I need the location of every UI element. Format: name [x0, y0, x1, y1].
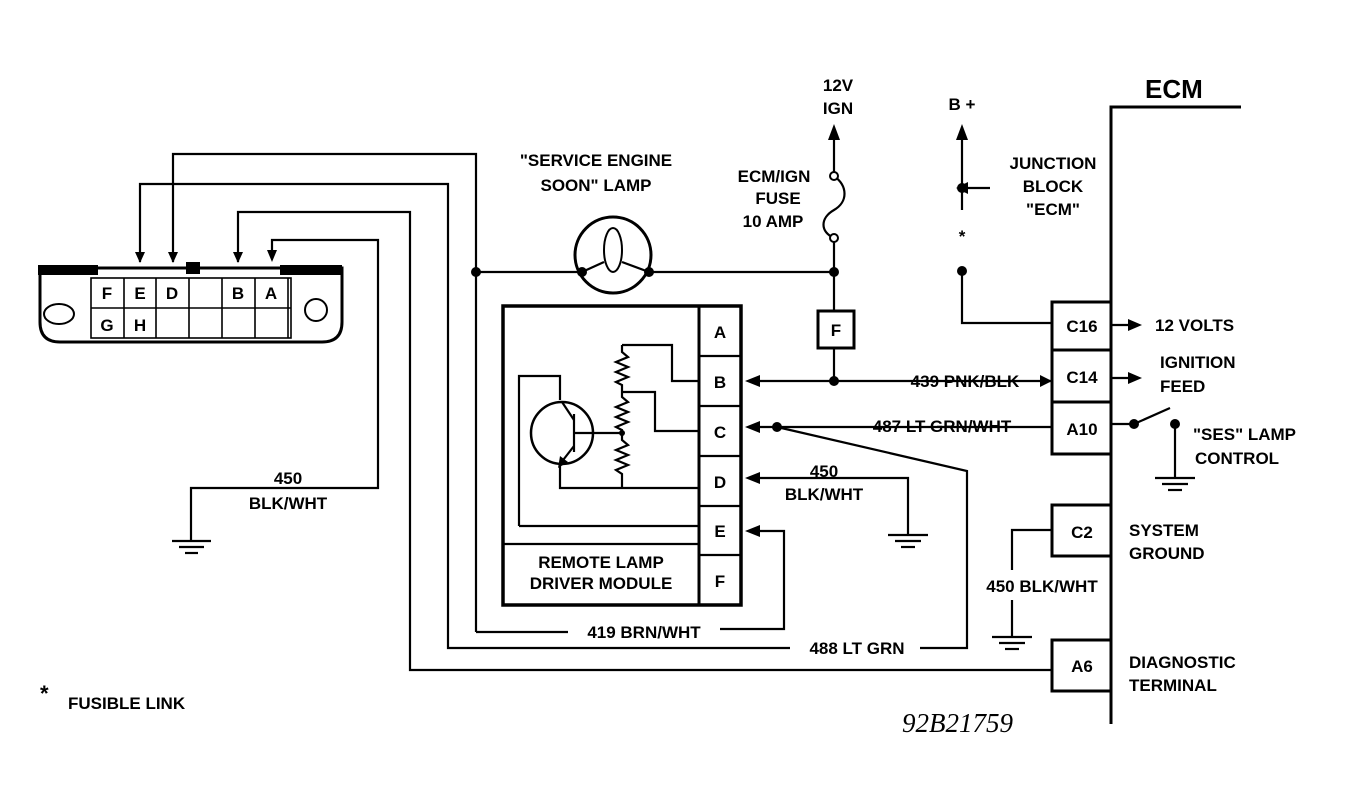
fuse-label-line1: ECM/IGN [738, 167, 811, 186]
wire-connector-d-to-lamp [168, 152, 478, 272]
connector-pin-b: B [232, 284, 244, 303]
ecm-title: ECM [1145, 74, 1203, 104]
ecm-output-arrows [1111, 319, 1142, 384]
lamp-label-line1: "SERVICE ENGINE [520, 151, 672, 170]
wire-connector-e-488 [135, 182, 969, 650]
wire-450-module-ground [745, 472, 928, 549]
wire-connector-a-ground [172, 238, 380, 555]
module-label-line1: REMOTE LAMP [538, 553, 664, 572]
wire-label-blk-wht-left: BLK/WHT [249, 494, 328, 513]
service-engine-soon-lamp [573, 215, 654, 295]
ses-lamp-control-switch [1111, 406, 1195, 492]
ecm-pin-c16: C16 [1050, 300, 1113, 352]
inline-connector-f-label: F [831, 321, 841, 340]
ecm-pin-a6: A6 [1050, 638, 1113, 693]
junction-label-line1: JUNCTION [1010, 154, 1097, 173]
output-diagnostic: DIAGNOSTIC [1129, 653, 1236, 672]
wire-label-450-ecm: 450 BLK/WHT [986, 577, 1098, 596]
wire-419-brn-wht [476, 525, 786, 634]
wire-label-487: 487 LT GRN/WHT [873, 417, 1012, 436]
junction-block-ecm [956, 124, 1052, 325]
connector-pin-grid [90, 277, 292, 339]
module-label-line2: DRIVER MODULE [530, 574, 673, 593]
wire-label-419: 419 BRN/WHT [587, 623, 701, 642]
connector-pin-f: F [102, 284, 112, 303]
output-ses-lamp: "SES" LAMP [1193, 425, 1296, 444]
lamp-circuit [471, 267, 834, 632]
junction-label-line3: "ECM" [1026, 200, 1080, 219]
supply-12v: 12V [823, 76, 854, 95]
fusible-link-mark: * [959, 227, 966, 246]
output-ignition: IGNITION [1160, 353, 1236, 372]
ecm-enclosure: ECM [1109, 74, 1241, 724]
ecm-pin-c16-label: C16 [1066, 317, 1097, 336]
diagnostic-connector: F E D B A G H [38, 262, 344, 344]
module-pin-a: A [714, 323, 726, 342]
output-feed: FEED [1160, 377, 1205, 396]
lamp-label-line2: SOON" LAMP [540, 176, 651, 195]
wire-connector-b-diagnostic [233, 210, 1052, 672]
wire-label-blk-wht-module: BLK/WHT [785, 485, 864, 504]
fuse-label-line3: 10 AMP [743, 212, 804, 231]
module-pin-d: D [714, 473, 726, 492]
ecm-pin-a10: A10 [1050, 400, 1113, 456]
catalog-number: 92B21759 [902, 708, 1013, 738]
ecm-pin-a6-label: A6 [1071, 657, 1093, 676]
system-ground [992, 528, 1052, 651]
module-pin-f: F [715, 572, 725, 591]
ecm-pin-c2: C2 [1050, 503, 1113, 558]
inline-connector-f [816, 309, 856, 381]
wire-487-lt-grn-wht [745, 421, 1052, 433]
ignition-supply [822, 124, 846, 311]
supply-ign: IGN [823, 99, 853, 118]
output-12-volts: 12 VOLTS [1155, 316, 1234, 335]
connector-pin-a: A [265, 284, 277, 303]
junction-label-line2: BLOCK [1023, 177, 1084, 196]
wire-label-439: 439 PNK/BLK [911, 372, 1020, 391]
ecm-pin-c14-label: C14 [1066, 368, 1098, 387]
output-system: SYSTEM [1129, 521, 1199, 540]
output-ground: GROUND [1129, 544, 1205, 563]
ecm-pin-c14: C14 [1050, 348, 1113, 404]
fuse-label-line2: FUSE [755, 189, 800, 208]
output-control: CONTROL [1195, 449, 1279, 468]
bplus-label: B + [949, 95, 976, 114]
module-pin-e: E [714, 522, 725, 541]
remote-lamp-driver-module [501, 304, 743, 607]
module-pin-c: C [714, 423, 726, 442]
connector-pin-g: G [100, 316, 113, 335]
output-terminal: TERMINAL [1129, 676, 1217, 695]
connector-pin-e: E [134, 284, 145, 303]
ecm-pin-c2-label: C2 [1071, 523, 1093, 542]
ecm-pin-a10-label: A10 [1066, 420, 1097, 439]
wire-label-450-left: 450 [274, 469, 302, 488]
connector-pin-d: D [166, 284, 178, 303]
connector-pin-h: H [134, 316, 146, 335]
wire-label-488: 488 LT GRN [809, 639, 904, 658]
module-pin-b: B [714, 373, 726, 392]
wire-label-450-module: 450 [810, 462, 838, 481]
legend-symbol: * [40, 681, 49, 706]
wire-439-pnk-blk [745, 375, 1052, 387]
legend-text: FUSIBLE LINK [68, 694, 186, 713]
